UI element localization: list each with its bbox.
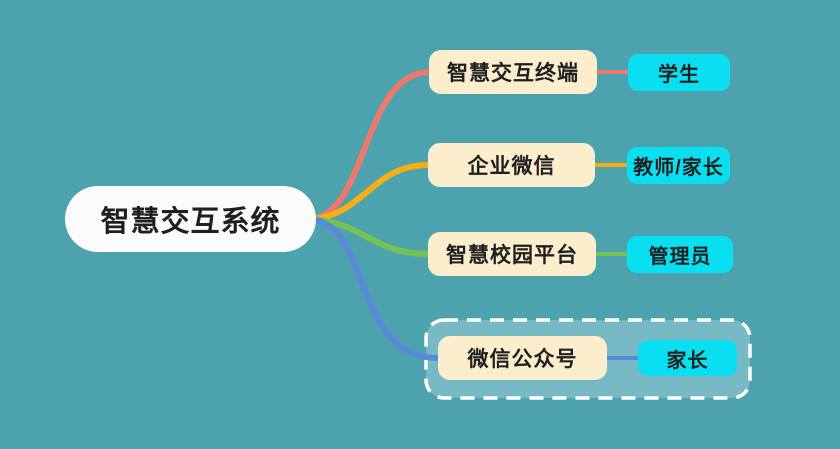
root-node[interactable]: 智慧交互系统 [65,186,316,252]
child-node-teacher-parent[interactable]: 教师/家长 [627,147,730,184]
topic-node-smart-campus[interactable]: 智慧校园平台 [428,232,596,276]
branch-curve-4 [307,216,441,361]
branch-curve-1 [307,69,433,222]
topic-node-smart-terminal[interactable]: 智慧交互终端 [429,50,597,94]
topic-node-wechat-official[interactable]: 微信公众号 [438,336,607,380]
child-node-student[interactable]: 学生 [628,54,730,91]
branch-curve-2 [307,162,431,222]
topic-node-wecom[interactable]: 企业微信 [428,143,595,187]
child-node-admin[interactable]: 管理员 [627,236,733,273]
child-node-parent[interactable]: 家长 [638,340,737,376]
